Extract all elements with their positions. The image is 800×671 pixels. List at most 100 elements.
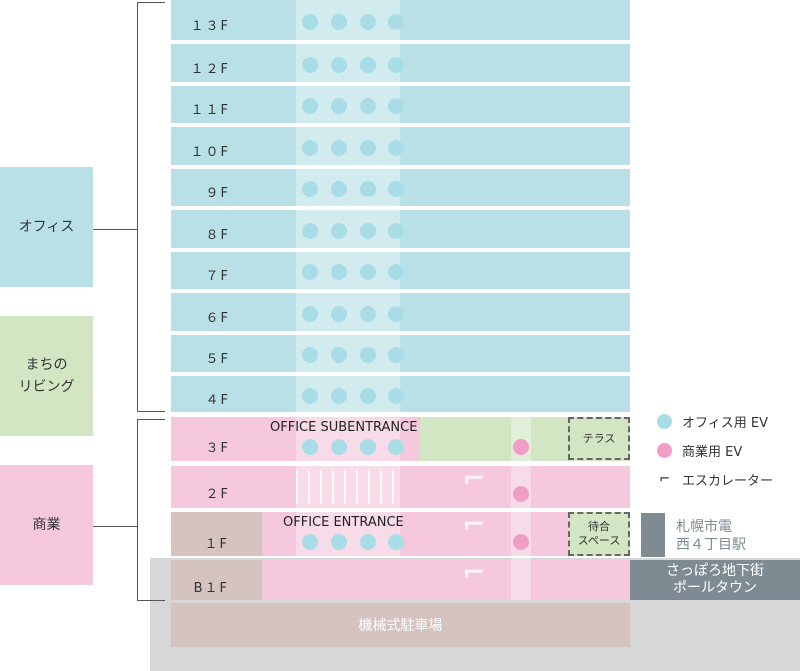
zone-shop-label: 商業 [32,517,61,533]
office-elevator-icon [388,140,404,156]
parking-area: 機械式駐車場 [171,603,630,647]
legend-shop-ev: 商業用 EV [657,441,742,460]
office-elevator-icon [331,347,347,363]
tram-station-label-1: 札幌市電 [676,519,732,535]
office-elevator-icon [302,388,318,404]
tram-station-label-2: 西４丁目駅 [676,537,746,553]
office-elevator-icon [331,306,347,322]
office-elevator-icon [302,439,318,455]
bracket-shop-top [137,419,165,420]
office-elevator-icon [388,14,404,30]
office-elevator-icon [302,306,318,322]
underground-mall-label-1: さっぽろ地下街 [666,563,764,579]
parking-label: 機械式駐車場 [358,618,443,634]
bracket-office-connector [93,229,137,230]
bracket-office-vertical [137,2,138,412]
waiting-space-label-2: スペース [577,534,621,547]
office-subentrance-label: OFFICE SUBENTRANCE [270,420,418,435]
office-ev-2f-dashes [296,470,400,504]
tram-station-label: 札幌市電 西４丁目駅 [676,518,746,554]
zone-machi-label-2: リビング [18,379,75,395]
floor-label-6f: ６F [205,311,230,326]
office-elevator-icon [360,98,376,114]
office-elevator-icon [388,306,404,322]
floor-label-8f: ８F [205,228,230,243]
office-elevator-icon [331,264,347,280]
bracket-shop-bottom [137,600,165,601]
underground-mall: さっぽろ地下街 ポールタウン [630,560,800,600]
office-elevator-icon [388,347,404,363]
zone-office-label: オフィス [18,219,75,235]
office-elevator-icon [302,347,318,363]
shop-elevator-shaft [511,417,531,600]
terrace-box: テラス [568,417,630,460]
escalator-icon: ⌐ [462,508,486,541]
office-elevator-icon [388,534,404,550]
shop-elevator-icon [657,443,672,458]
floor-label-5f: ５F [205,352,230,367]
office-elevator-icon [360,306,376,322]
office-elevator-icon [360,223,376,239]
office-elevator-icon [302,14,318,30]
shop-elevator-icon [513,486,529,502]
office-elevator-icon [388,388,404,404]
legend-escalator-label: エスカレーター [682,474,774,489]
floor-label-4f: ４F [205,393,230,408]
floor-b1f-back-area: B１F [171,560,262,600]
office-elevator-icon [331,181,347,197]
zone-office: オフィス [0,167,93,287]
office-elevator-icon [388,264,404,280]
floor-1f-back-area: １F [171,512,262,556]
floor-label-1f: １F [204,537,229,552]
tram-station-marker [641,513,665,557]
office-entrance-label: OFFICE ENTRANCE [283,515,404,530]
office-elevator-icon [302,140,318,156]
bracket-office-bottom [137,411,165,412]
office-elevator-icon [302,181,318,197]
bracket-shop-connector [93,526,137,527]
office-elevator-icon [331,388,347,404]
office-elevator-icon [360,439,376,455]
office-elevator-icon [302,223,318,239]
office-elevator-icon [360,181,376,197]
zone-machi-label-1: まちの [25,357,68,373]
office-elevator-icon [302,98,318,114]
legend-office-ev-label: オフィス用 EV [682,416,768,431]
zone-shop: 商業 [0,465,93,585]
floor-label-10f: １０F [190,145,230,160]
office-elevator-icon [360,140,376,156]
floor-label-11f: １１F [190,103,230,118]
office-elevator-icon [360,57,376,73]
escalator-icon: ⌐ [462,556,486,589]
floor-label-7f: ７F [205,269,230,284]
floor-2f: ２F [171,466,630,508]
underground-mall-label-2: ポールタウン [673,580,757,596]
floor-label-12f: １２F [190,62,230,77]
office-elevator-icon [331,57,347,73]
office-elevator-icon [388,98,404,114]
office-elevator-icon [360,264,376,280]
legend-office-ev: オフィス用 EV [657,412,768,431]
waiting-space-label-1: 待合 [588,520,610,533]
bracket-shop-vertical [137,419,138,601]
office-elevator-icon [331,98,347,114]
floor-label-3f: ３F [205,441,230,456]
office-elevator-icon [388,223,404,239]
office-elevator-icon [388,439,404,455]
escalator-icon: ⌐ [462,462,486,495]
floor-label-13f: １３F [190,19,230,34]
office-elevator-icon [331,223,347,239]
office-elevator-icon [388,57,404,73]
legend-escalator: ⌐ エスカレーター [657,470,773,489]
office-elevator-icon [657,414,672,429]
floor-label-9f: ９F [205,186,230,201]
zone-machi-living: まちの リビング [0,316,93,436]
legend-shop-ev-label: 商業用 EV [682,445,743,460]
bracket-office-top [137,2,165,3]
office-elevator-icon [360,534,376,550]
shop-elevator-icon [513,534,529,550]
floor-8f: ８F [171,210,630,248]
office-elevator-icon [302,57,318,73]
floor-label-b1f: B１F [193,581,229,596]
